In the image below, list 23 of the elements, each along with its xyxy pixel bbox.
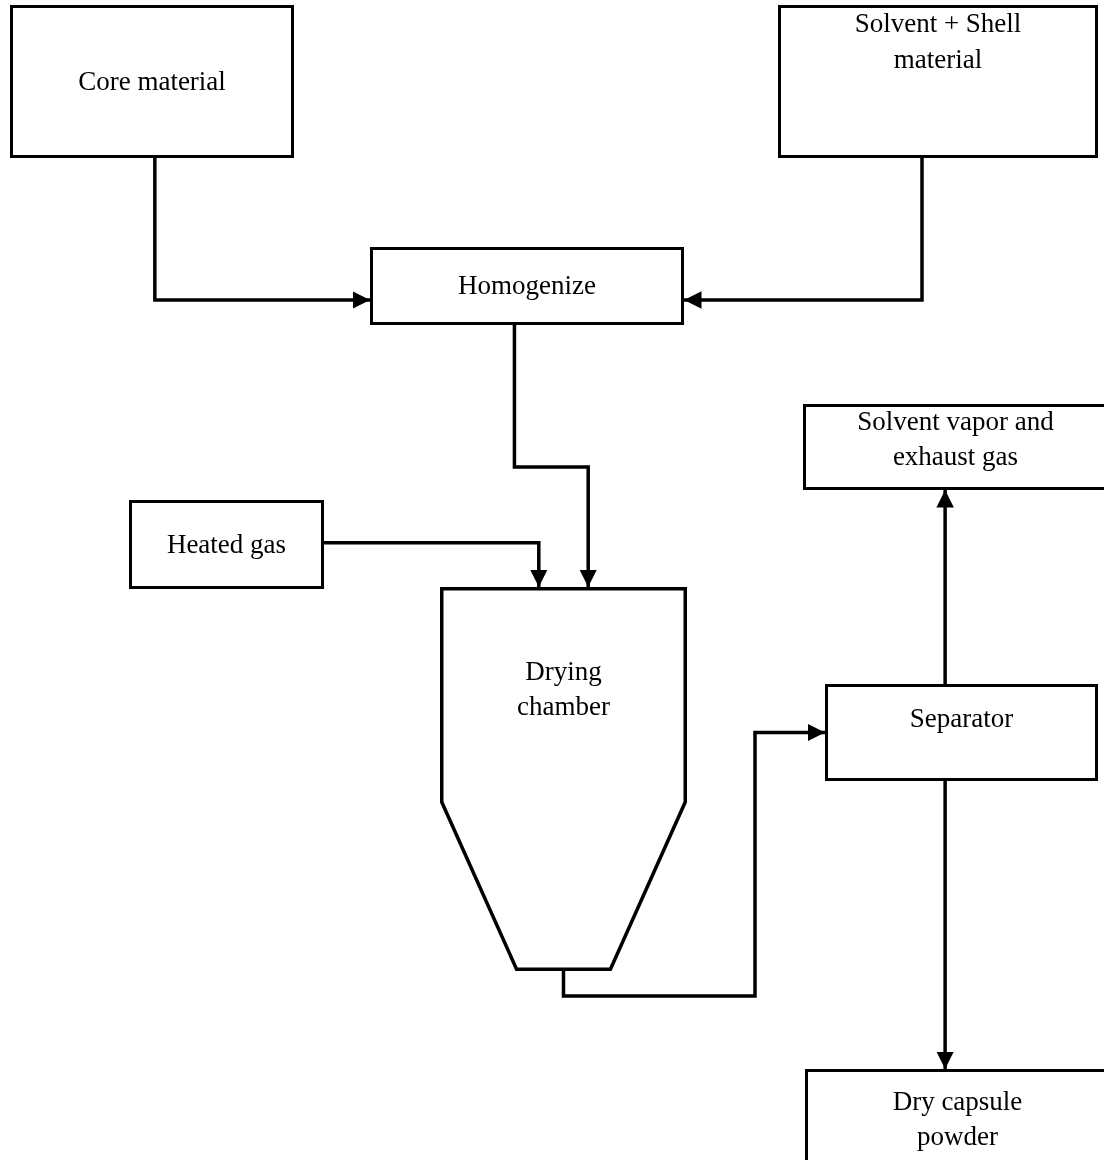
arrow [324,540,548,587]
process-box [370,247,684,325]
arrow [936,490,954,684]
arrow [936,781,954,1069]
arrow [153,158,370,309]
node-label: Heated gas [165,527,288,561]
process-box [129,500,324,589]
node-label: Homogenize [457,269,597,303]
node-label: Dry capsule powder [891,1084,1024,1153]
arrow [684,158,924,309]
process-box [825,684,1098,781]
node-label: Drying chamber [516,654,611,723]
node-label: Separator [908,701,1015,735]
arrow [561,723,825,998]
process-box [803,404,1104,490]
node-label: Solvent + Shell material [853,7,1023,76]
drying-chamber [440,587,687,971]
node-label: Core material [77,64,227,98]
arrow [512,325,597,587]
node-label: Solvent vapor and exhaust gas [856,404,1055,473]
process-box [778,5,1098,158]
process-box [805,1069,1104,1160]
process-box [10,5,294,158]
